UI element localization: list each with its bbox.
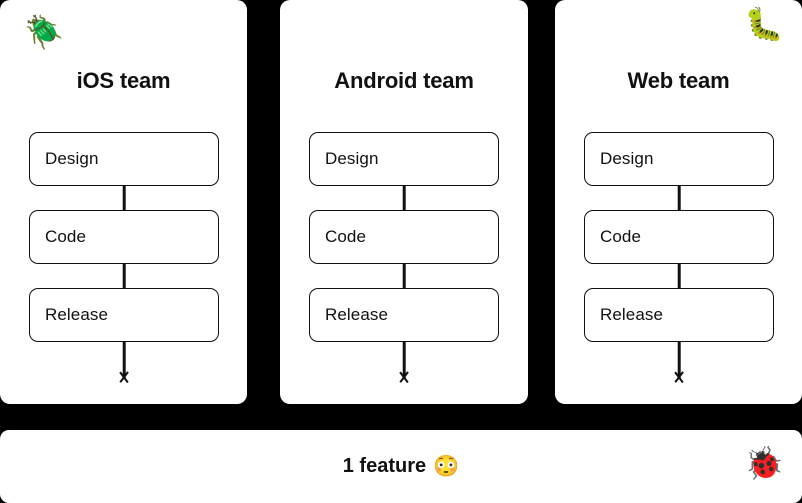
flow-step-code[interactable]: Code (584, 210, 774, 264)
flow-connector (29, 186, 219, 210)
pipeline-flow-ios: Design Code Release (29, 132, 219, 396)
flow-step-label: Release (45, 305, 109, 324)
lady-beetle-emoji: 🐞 (744, 445, 784, 481)
flow-connector (309, 186, 499, 210)
teams-board: 🪲 iOS team Design Code Release Android t… (0, 0, 802, 404)
feature-label: 1 feature 😳 (0, 430, 802, 503)
flow-connector (29, 264, 219, 288)
flow-connector (584, 186, 774, 210)
team-card-android[interactable]: Android team Design Code Release (280, 0, 528, 404)
arrow-down-icon (116, 372, 132, 388)
flow-step-label: Design (45, 149, 99, 168)
flow-step-label: Code (325, 227, 367, 246)
feature-bar[interactable]: 1 feature 😳 🐞 (0, 430, 802, 503)
flow-step-design[interactable]: Design (29, 132, 219, 186)
flow-step-label: Design (600, 149, 654, 168)
flushed-face-emoji: 😳 (433, 455, 460, 478)
flow-step-release[interactable]: Release (29, 288, 219, 342)
flow-step-label: Design (325, 149, 379, 168)
flow-connector (309, 264, 499, 288)
flow-step-release[interactable]: Release (584, 288, 774, 342)
flow-step-design[interactable]: Design (584, 132, 774, 186)
flow-exit-arrow-icon (309, 342, 499, 396)
team-title: Web team (627, 68, 730, 93)
flow-step-code[interactable]: Code (309, 210, 499, 264)
team-title: Android team (334, 68, 474, 93)
flow-step-code[interactable]: Code (29, 210, 219, 264)
beetle-emoji: 🪲 (24, 14, 64, 50)
team-card-web[interactable]: 🐛 Web team Design Code Release (555, 0, 802, 404)
caterpillar-bug-emoji: 🐛 (744, 6, 784, 42)
flow-step-label: Release (600, 305, 664, 324)
flow-exit-arrow-icon (29, 342, 219, 396)
flow-step-label: Code (600, 227, 642, 246)
flow-step-label: Code (45, 227, 87, 246)
pipeline-flow-web: Design Code Release (584, 132, 774, 396)
pipeline-flow-android: Design Code Release (309, 132, 499, 396)
arrow-down-icon (396, 372, 412, 388)
flow-connector (584, 264, 774, 288)
flow-exit-arrow-icon (584, 342, 774, 396)
flow-step-release[interactable]: Release (309, 288, 499, 342)
flow-step-label: Release (325, 305, 389, 324)
flow-step-design[interactable]: Design (309, 132, 499, 186)
team-title: iOS team (76, 68, 171, 93)
team-card-ios[interactable]: 🪲 iOS team Design Code Release (0, 0, 247, 404)
arrow-down-icon (671, 372, 687, 388)
feature-count-text: 1 feature (342, 455, 427, 477)
